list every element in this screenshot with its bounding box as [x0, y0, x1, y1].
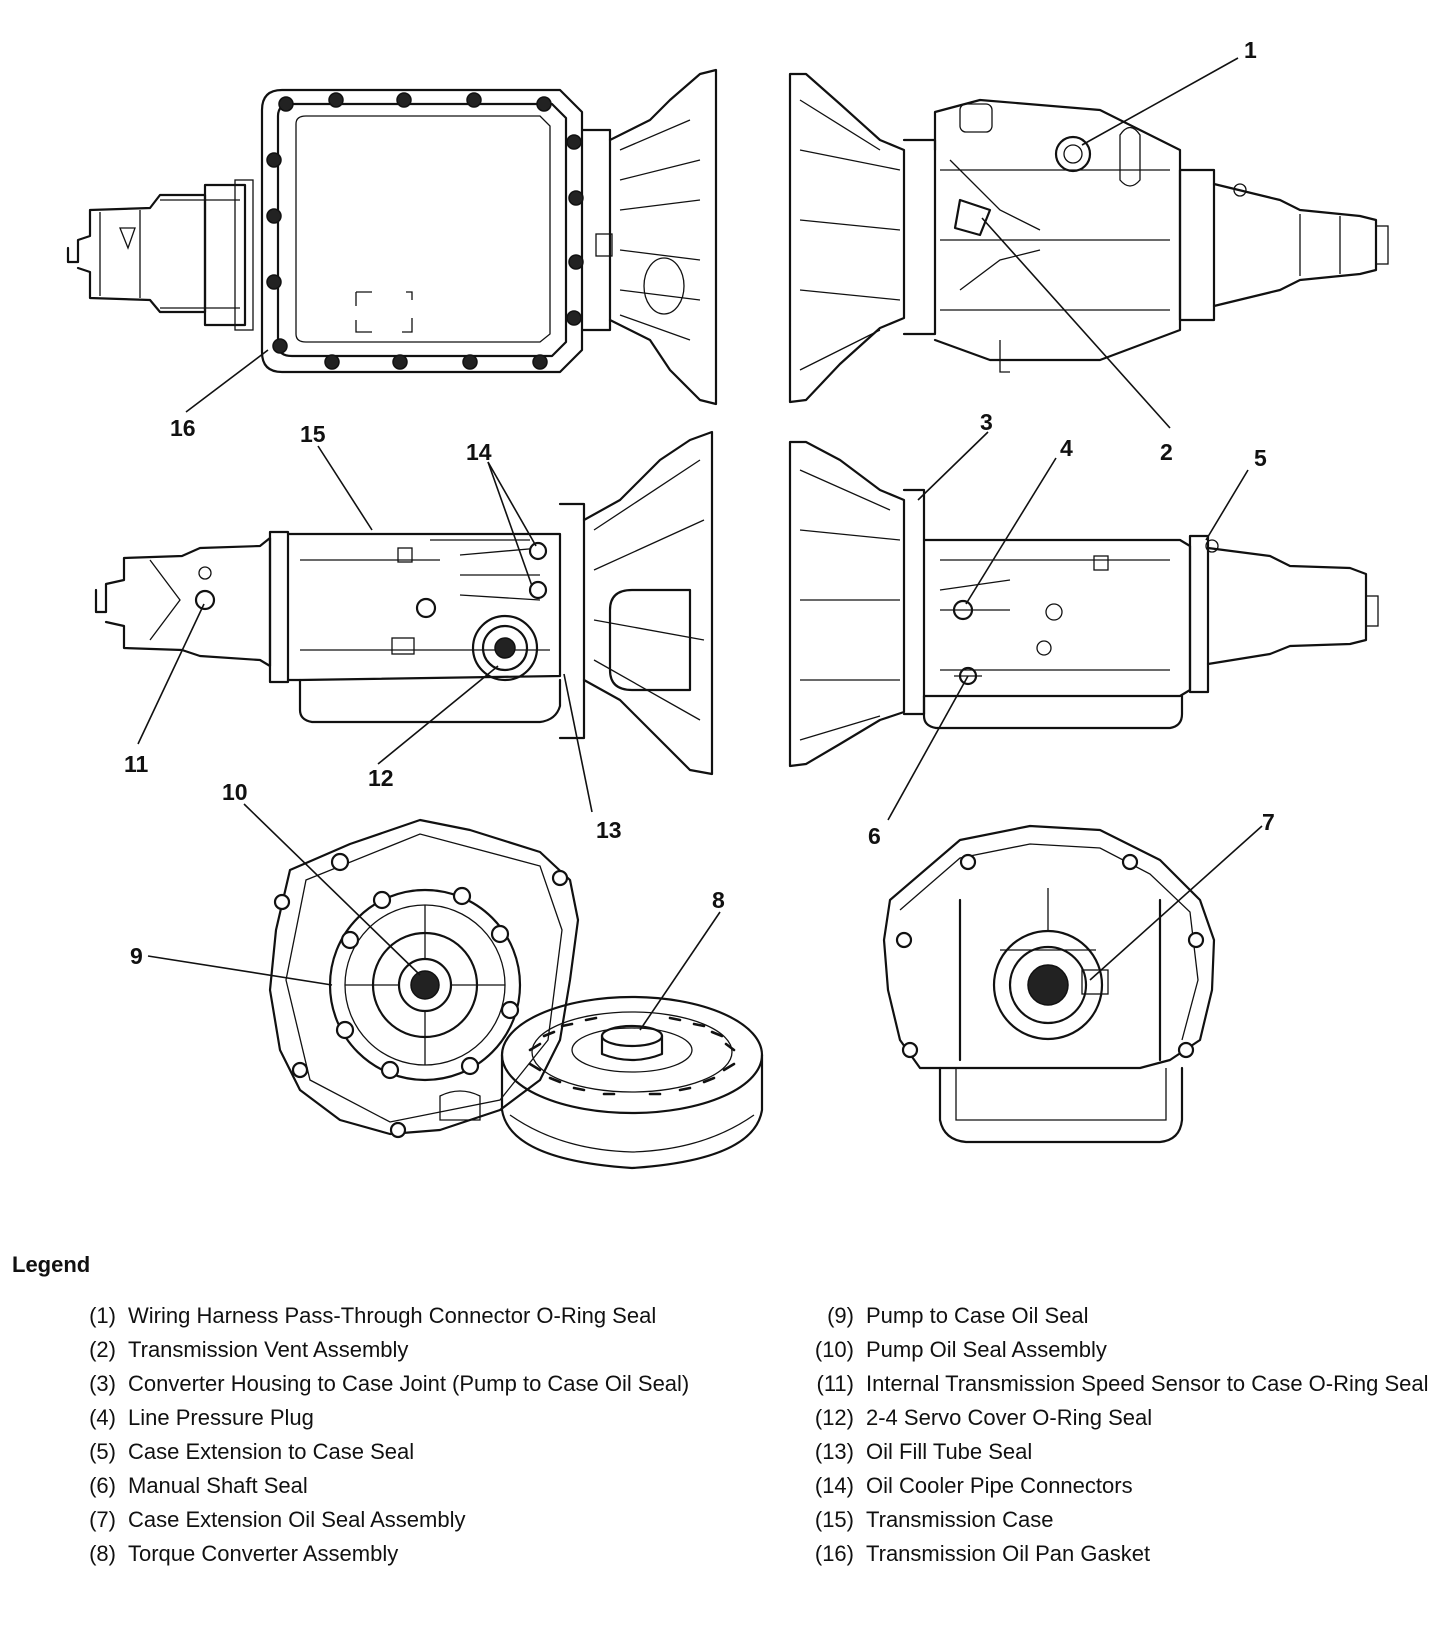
legend-item-text: Transmission Vent Assembly [128, 1337, 409, 1362]
legend-item: (15) Transmission Case [800, 1505, 1440, 1534]
legend-right-column: (9) Pump to Case Oil Seal (10) Pump Oil Se… [800, 1301, 1440, 1573]
legend-item-text: Manual Shaft Seal [128, 1473, 308, 1498]
legend-item-text: Pump to Case Oil Seal [866, 1303, 1089, 1328]
legend-item: (8) Torque Converter Assembly [74, 1539, 694, 1568]
transmission-right-side-view [788, 440, 1379, 768]
legend-left-column: (1) Wiring Harness Pass-Through Connector… [74, 1301, 694, 1573]
callout-numbers: 1 2 3 4 5 6 7 8 9 10 11 12 13 14 15 16 [124, 37, 1275, 969]
legend-item: (2) Transmission Vent Assembly [74, 1335, 694, 1364]
legend-item-text: Converter Housing to Case Joint (Pump to… [128, 1371, 690, 1396]
legend-item-text: Transmission Oil Pan Gasket [866, 1541, 1151, 1566]
legend-item: (11) Internal Transmission Speed Sensor t… [800, 1369, 1440, 1398]
callout-13: 13 [596, 817, 622, 843]
legend-item: (12) 2-4 Servo Cover O-Ring Seal [800, 1403, 1440, 1432]
legend-item-number: (11) [816, 1371, 855, 1396]
torque-converter-view [500, 995, 764, 1170]
legend-item-text: Wiring Harness Pass-Through Connector O-… [128, 1303, 657, 1328]
callout-15: 15 [300, 421, 326, 447]
callout-2: 2 [1160, 439, 1173, 465]
callout-9: 9 [130, 943, 143, 969]
callout-6: 6 [868, 823, 881, 849]
legend-item-number: (14) [814, 1473, 854, 1498]
callout-11: 11 [124, 751, 149, 777]
legend-item: (9) Pump to Case Oil Seal [800, 1301, 1440, 1330]
callout-8: 8 [712, 887, 725, 913]
legend-item: (3) Converter Housing to Case Joint (Pump… [74, 1369, 694, 1398]
legend-item: (13) Oil Fill Tube Seal [800, 1437, 1440, 1466]
legend-item: (1) Wiring Harness Pass-Through Connector… [74, 1301, 694, 1330]
callout-4: 4 [1060, 435, 1073, 461]
transmission-left-side-view [94, 430, 714, 776]
legend-item-text: Torque Converter Assembly [128, 1541, 399, 1566]
legend-item: (7) Case Extension Oil Seal Assembly [74, 1505, 694, 1534]
legend-item-number: (9) [827, 1303, 854, 1328]
legend-item: (6) Manual Shaft Seal [74, 1471, 694, 1500]
legend-item-text: Transmission Case [866, 1507, 1054, 1532]
legend-item-number: (13) [814, 1439, 854, 1464]
legend-item-number: (15) [814, 1507, 854, 1532]
transmission-rear-view [882, 824, 1216, 1144]
legend-item-text: Oil Cooler Pipe Connectors [866, 1473, 1133, 1498]
legend-item-text: Case Extension Oil Seal Assembly [128, 1507, 466, 1532]
legend-item-number: (2) [89, 1337, 116, 1362]
transmission-bottom-view [66, 68, 718, 406]
legend-item-number: (10) [814, 1337, 854, 1362]
callout-10: 10 [222, 779, 248, 805]
callout-12: 12 [368, 765, 394, 791]
legend-title: Legend [12, 1252, 91, 1277]
legend-item-number: (12) [814, 1405, 854, 1430]
leader-lines [137, 57, 1263, 1031]
legend-item-number: (3) [89, 1371, 116, 1396]
legend-item-number: (8) [89, 1541, 116, 1566]
callout-3: 3 [980, 409, 993, 435]
callout-7: 7 [1262, 809, 1275, 835]
legend-item-number: (6) [89, 1473, 116, 1498]
legend-item-text: Line Pressure Plug [128, 1405, 314, 1430]
legend-item-text: Oil Fill Tube Seal [866, 1439, 1033, 1464]
legend-item: (16) Transmission Oil Pan Gasket [800, 1539, 1440, 1568]
callout-5: 5 [1254, 445, 1267, 471]
legend-item: (4) Line Pressure Plug [74, 1403, 694, 1432]
callout-1: 1 [1244, 37, 1257, 63]
legend-item: (14) Oil Cooler Pipe Connectors [800, 1471, 1440, 1500]
callout-14: 14 [466, 439, 492, 465]
transmission-top-view [788, 72, 1389, 404]
legend-item-number: (7) [89, 1507, 116, 1532]
legend-item-text: 2-4 Servo Cover O-Ring Seal [866, 1405, 1153, 1430]
legend-item-number: (5) [89, 1439, 116, 1464]
transmission-seal-diagram: 1 2 3 4 5 6 7 8 9 10 11 12 13 14 15 16 [66, 37, 1389, 1170]
legend-item-text: Internal Transmission Speed Sensor to Ca… [866, 1371, 1429, 1396]
legend-item-number: (1) [89, 1303, 116, 1328]
legend-item-text: Case Extension to Case Seal [128, 1439, 415, 1464]
legend-item: (5) Case Extension to Case Seal [74, 1437, 694, 1466]
legend-item: (10) Pump Oil Seal Assembly [800, 1335, 1440, 1364]
transmission-front-pump-view [268, 818, 580, 1139]
callout-16: 16 [170, 415, 196, 441]
legend-item-number: (4) [89, 1405, 116, 1430]
legend-item-text: Pump Oil Seal Assembly [866, 1337, 1107, 1362]
legend-item-number: (16) [814, 1541, 854, 1566]
